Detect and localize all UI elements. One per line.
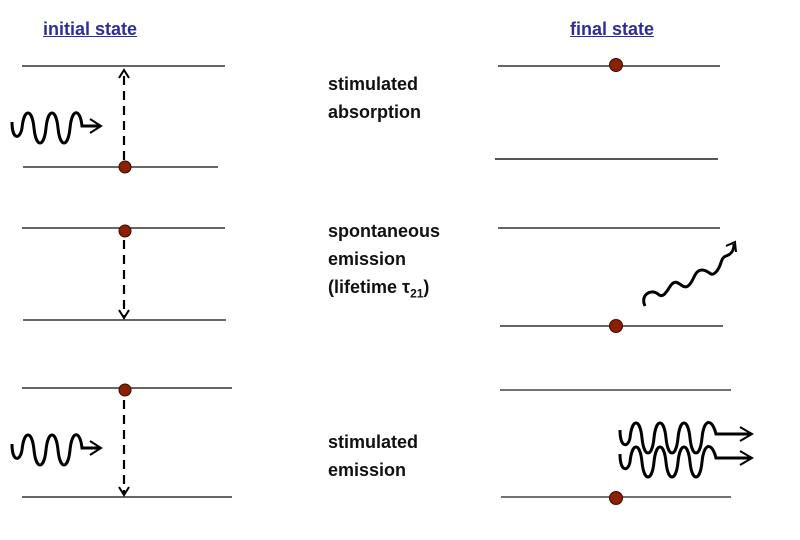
final-state-title: final state [570, 19, 655, 39]
label-stimulated-absorption: stimulated absorption [328, 70, 421, 126]
absorption-final [495, 58, 720, 160]
label-line-2: emission [328, 249, 407, 269]
tau-symbol: τ [402, 277, 411, 297]
wave-arrowhead-icon [725, 240, 737, 253]
wave-arrowhead-icon [89, 440, 103, 456]
electron-dot [118, 383, 132, 397]
stimulated-photon-wave-2-icon [618, 445, 750, 479]
incoming-photon-wave-icon [10, 111, 100, 145]
absorption-initial [10, 65, 225, 174]
wave-arrowhead-icon [739, 426, 754, 442]
label-line-1: stimulated [328, 432, 419, 452]
label-stimulated-emission: stimulated emission [328, 428, 418, 484]
initial-state-title: initial state [43, 19, 138, 39]
label-line-1: stimulated [328, 74, 419, 94]
label-line-3: (lifetime τ21) [328, 277, 430, 301]
spontaneous-initial [22, 224, 226, 321]
label-line-2: emission [328, 460, 407, 480]
stimulated-emission-final [500, 389, 754, 505]
stimulated-emission-initial [10, 383, 232, 498]
wave-arrowhead-icon [739, 450, 754, 466]
electron-dot [609, 491, 623, 505]
emitted-photon-wave-icon [642, 243, 736, 307]
stimulated-photon-wave-1-icon [618, 421, 750, 455]
label-line-1: spontaneous [328, 221, 441, 241]
electron-dot [609, 58, 623, 72]
wave-arrowhead-icon [89, 118, 103, 134]
electron-dot [118, 160, 132, 174]
electron-dot [118, 224, 132, 238]
label-spontaneous-emission: spontaneous emission (lifetime τ21) [328, 217, 440, 308]
electron-dot [609, 319, 623, 333]
incoming-photon-wave-icon [10, 433, 100, 467]
label-line-2: absorption [328, 102, 421, 122]
spontaneous-final [498, 227, 737, 333]
